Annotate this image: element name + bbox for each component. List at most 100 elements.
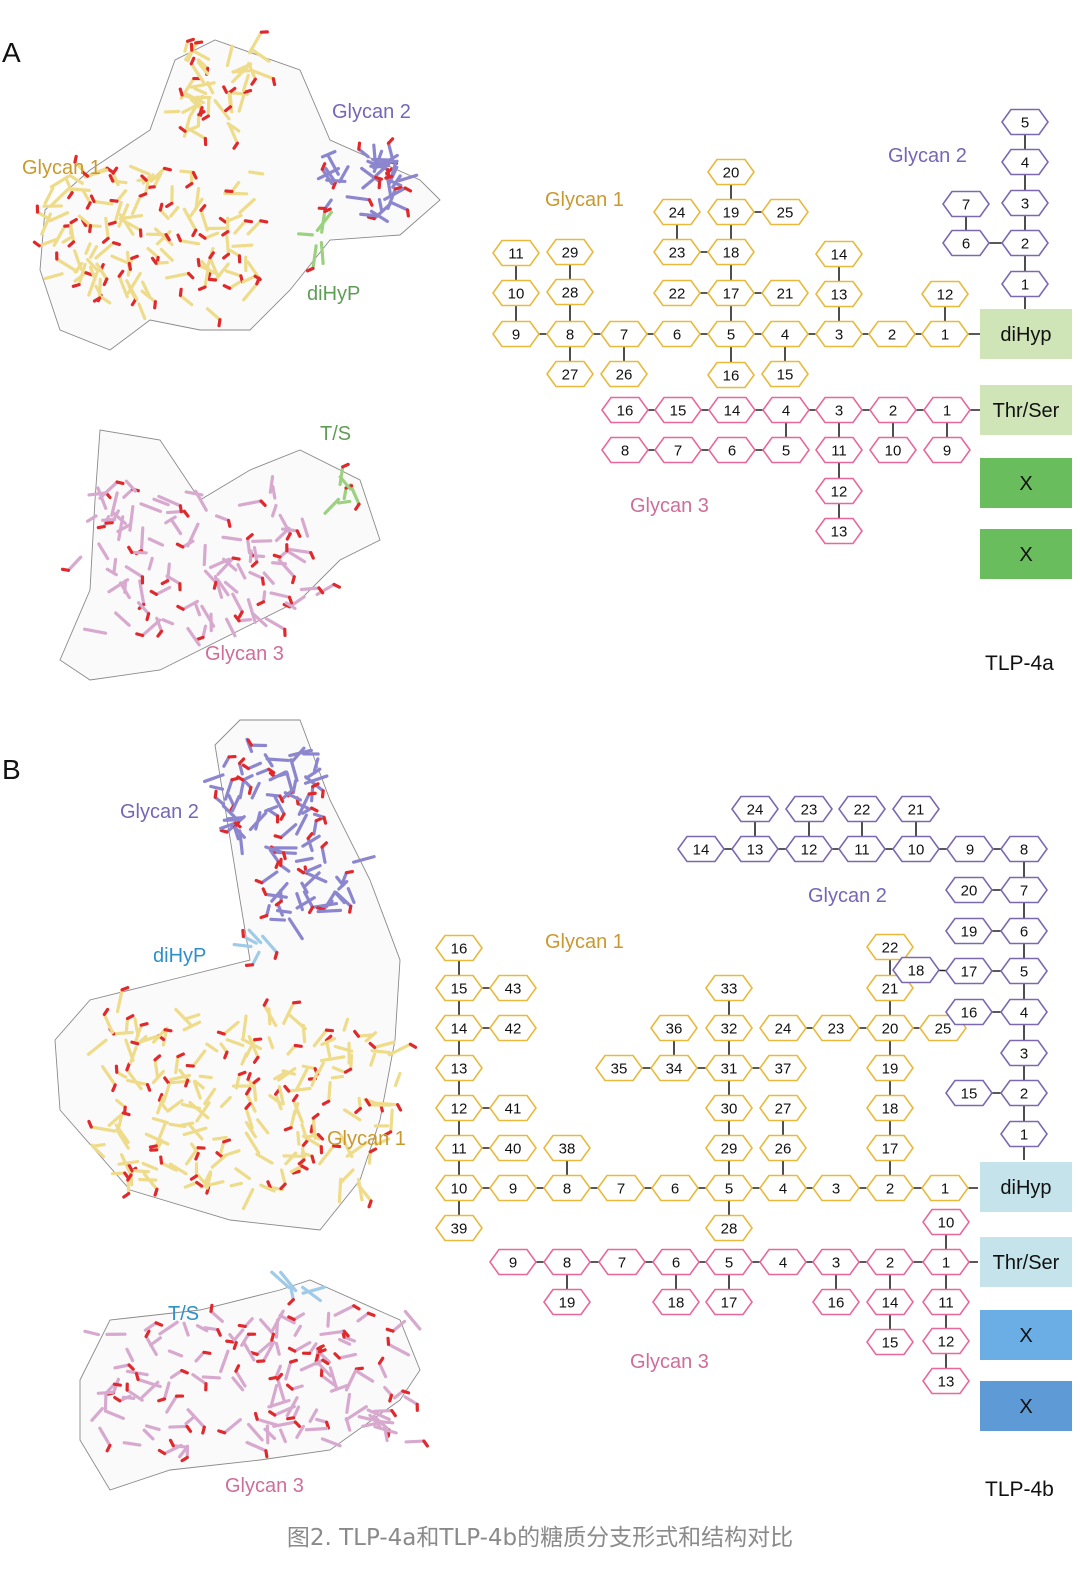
sugar-number: 26 (616, 367, 633, 384)
sugar-number: 22 (882, 940, 899, 957)
a3-node-4: 4 (762, 396, 810, 424)
sugar-number: 33 (721, 981, 738, 998)
b3-node-12: 12 (922, 1327, 970, 1355)
a2-node-4: 4 (1001, 148, 1049, 176)
a-model-glycan2-label: Glycan 2 (332, 101, 411, 123)
residue-box (980, 458, 1072, 508)
sugar-hexagon (597, 1174, 645, 1202)
sugar-hexagon (946, 835, 994, 863)
sugar-hexagon (759, 1054, 807, 1082)
sugar-hexagon (489, 1094, 537, 1122)
sugar-hexagon (650, 1054, 698, 1082)
sugar-hexagon (707, 238, 755, 266)
a3-node-1: 1 (923, 396, 971, 424)
b3-node-9: 9 (489, 1248, 537, 1276)
sugar-number: 1 (1021, 277, 1029, 294)
b2-node-2: 2 (1000, 1079, 1048, 1107)
b-model-glycan1-label: Glycan 1 (327, 1128, 406, 1150)
b1-node-16: 16 (435, 934, 483, 962)
sugar-hexagon (489, 1248, 537, 1276)
sugar-hexagon (942, 229, 990, 257)
b3-node-1: 1 (922, 1248, 970, 1276)
b2-node-23: 23 (785, 795, 833, 823)
sugar-hexagon (705, 1288, 753, 1316)
sugar-hexagon (1001, 108, 1049, 136)
sugar-hexagon (705, 1248, 753, 1276)
b2-node-12: 12 (785, 835, 833, 863)
sugar-hexagon (866, 1248, 914, 1276)
sugar-hexagon (838, 835, 886, 863)
sugar-hexagon (759, 1014, 807, 1042)
sugar-hexagon (435, 1014, 483, 1042)
panel_b-residue-1: Thr/Ser (980, 1237, 1072, 1287)
sugar-number: 37 (775, 1061, 792, 1078)
sugar-hexagon (1000, 957, 1048, 985)
sugar-hexagon (866, 1054, 914, 1082)
sugar-hexagon (815, 517, 863, 545)
b1-node-24: 24 (759, 1014, 807, 1042)
sugar-hexagon (812, 1014, 860, 1042)
b1-node-34: 34 (650, 1054, 698, 1082)
b1-node-42: 42 (489, 1014, 537, 1042)
sugar-number: 4 (1020, 1005, 1028, 1022)
sugar-hexagon (945, 917, 993, 945)
sugar-number: 18 (723, 245, 740, 262)
sugar-number: 10 (885, 443, 902, 460)
sugar-hexagon (762, 436, 810, 464)
sugar-hexagon (546, 320, 594, 348)
a1-node-23: 23 (653, 238, 701, 266)
a3-node-2: 2 (869, 396, 917, 424)
sugar-number: 10 (508, 286, 525, 303)
sugar-number: 1 (943, 403, 951, 420)
sugar-number: 15 (961, 1086, 978, 1103)
sugar-number: 11 (831, 443, 847, 460)
b3-node-4: 4 (759, 1248, 807, 1276)
sugar-number: 3 (835, 327, 843, 344)
a1-node-1: 1 (921, 320, 969, 348)
a1-node-2: 2 (868, 320, 916, 348)
b1-node-28: 28 (705, 1214, 753, 1242)
sugar-number: 42 (505, 1021, 522, 1038)
sugar-number: 17 (882, 1141, 899, 1158)
sugar-number: 23 (828, 1021, 845, 1038)
sugar-hexagon (492, 239, 540, 267)
sugar-number: 1 (942, 1255, 950, 1272)
a3-node-5: 5 (762, 436, 810, 464)
a1-node-4: 4 (761, 320, 809, 348)
sugar-number: 1 (1020, 1127, 1028, 1144)
sugar-number: 9 (966, 842, 974, 859)
sugar-hexagon (1000, 998, 1048, 1026)
sugar-number: 14 (451, 1021, 468, 1038)
a1-node-9: 9 (492, 320, 540, 348)
b1-node-8: 8 (543, 1174, 591, 1202)
sugar-hexagon (761, 320, 809, 348)
sugar-hexagon (651, 1174, 699, 1202)
b1-node-22: 22 (866, 933, 914, 961)
a-model-glycan3-label: Glycan 3 (205, 643, 284, 665)
sugar-number: 7 (674, 443, 682, 460)
sugar-number: 3 (832, 1181, 840, 1198)
sugar-hexagon (600, 360, 648, 388)
sugar-hexagon (815, 396, 863, 424)
b2-node-15: 15 (945, 1079, 993, 1107)
residue-label: Thr/Ser (993, 1252, 1060, 1274)
sugar-number: 7 (962, 197, 970, 214)
b1-node-4: 4 (759, 1174, 807, 1202)
residue-label: X (1019, 473, 1032, 495)
b2-node-21: 21 (892, 795, 940, 823)
b1-node-10: 10 (435, 1174, 483, 1202)
sugar-hexagon (759, 1174, 807, 1202)
sugar-number: 11 (938, 1295, 954, 1312)
sugar-number: 15 (882, 1335, 899, 1352)
sugar-hexagon (759, 1248, 807, 1276)
a-diagram-glycan3-label: Glycan 3 (630, 495, 709, 517)
residue-label: X (1019, 544, 1032, 566)
b2-node-17: 17 (945, 957, 993, 985)
sugar-hexagon (892, 835, 940, 863)
sugar-hexagon (945, 998, 993, 1026)
residue-label: diHyp (1000, 1177, 1051, 1199)
a1-node-5: 5 (707, 320, 755, 348)
sugar-number: 22 (854, 802, 871, 819)
